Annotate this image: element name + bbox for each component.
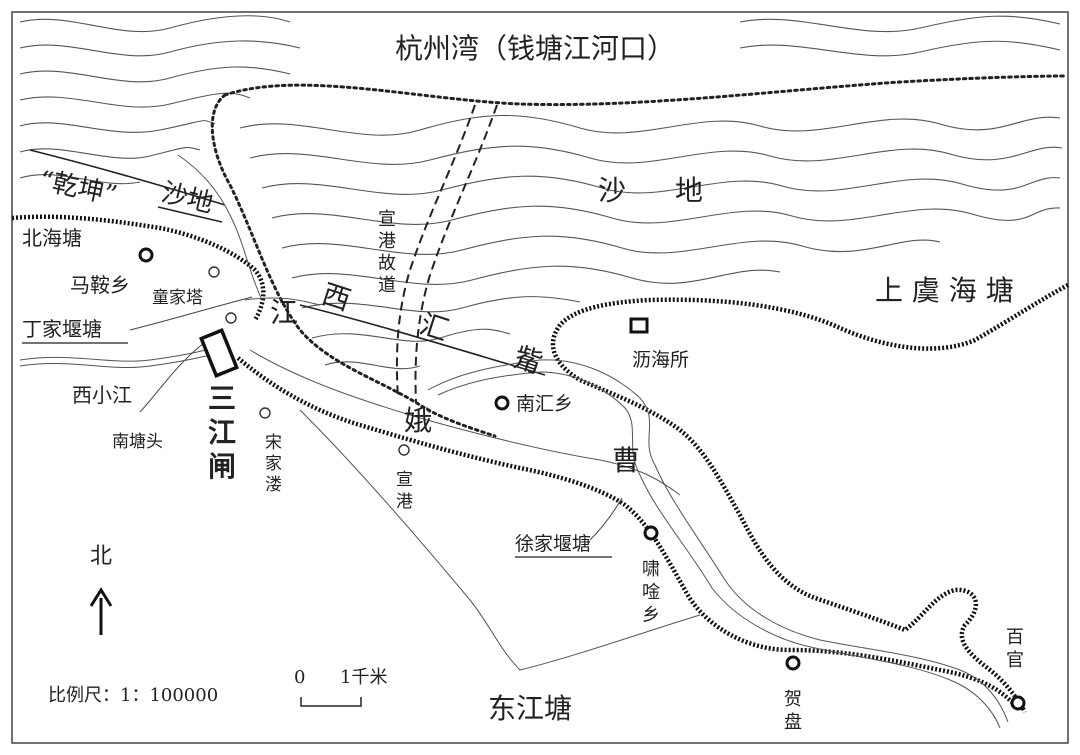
maanxiang-symbol bbox=[138, 247, 154, 263]
dongjiang-levee bbox=[299, 409, 701, 671]
map-frame bbox=[11, 11, 1069, 744]
scale-unit: 1千米 bbox=[340, 667, 387, 688]
svg-text:溇: 溇 bbox=[265, 475, 282, 495]
hepan-symbol bbox=[785, 655, 801, 671]
shadi-left-underline bbox=[157, 206, 223, 223]
sandflat-boundary bbox=[210, 74, 1068, 438]
dongjiangtang-label: 东江塘 bbox=[488, 692, 572, 725]
bay-waves bbox=[19, 15, 1061, 185]
beihaitang-label: 北海塘 bbox=[22, 226, 82, 250]
village-symbols bbox=[208, 266, 410, 456]
songjialou-label: 宋 家 溇 bbox=[265, 433, 282, 495]
sanjiangzha-label: 三 江 闸 bbox=[208, 382, 236, 483]
svg-text:港: 港 bbox=[378, 231, 396, 252]
township-symbols bbox=[138, 247, 1026, 711]
svg-text:啸: 啸 bbox=[642, 559, 660, 580]
svg-text:贺: 贺 bbox=[784, 689, 802, 710]
map-title: 杭州湾（钱塘江河口） bbox=[395, 32, 675, 65]
svg-text:盘: 盘 bbox=[784, 712, 802, 733]
svg-text:百: 百 bbox=[1006, 627, 1024, 648]
scale-bar bbox=[300, 697, 362, 707]
sanjiang-sluice-symbol bbox=[199, 328, 239, 378]
svg-text:道: 道 bbox=[378, 275, 396, 296]
svg-text:唫: 唫 bbox=[642, 582, 660, 603]
e-label: 娥 bbox=[404, 404, 432, 437]
xuangang-old-channel bbox=[395, 104, 498, 403]
nanhuixiang-label: 南汇乡 bbox=[516, 393, 573, 415]
sandflat-waves bbox=[239, 114, 1063, 370]
svg-text:江: 江 bbox=[208, 416, 236, 449]
xujiayantang-label: 徐家堰塘 bbox=[515, 533, 591, 555]
north-label: 北 bbox=[90, 544, 112, 569]
xiaoxianxiang-symbol bbox=[643, 525, 659, 541]
svg-text:官: 官 bbox=[1006, 650, 1024, 671]
tongjiata-symbol bbox=[208, 266, 220, 278]
baiguan-label: 百 官 bbox=[1006, 627, 1024, 671]
hepan-label: 贺 盘 bbox=[784, 689, 802, 733]
xixiaojiang-label: 西小江 bbox=[72, 383, 132, 407]
xuangang-gudao-label: 宣 港 故 道 bbox=[378, 209, 396, 296]
rivers bbox=[19, 297, 1009, 729]
svg-text:宣: 宣 bbox=[378, 209, 396, 230]
baiguan-symbol bbox=[1010, 695, 1026, 711]
nanhuixiang-symbol bbox=[494, 395, 510, 411]
songjialou-symbol bbox=[259, 407, 271, 419]
jiang-label: 江 bbox=[270, 296, 298, 329]
xiaoxianxiang-label: 啸 唫 乡 bbox=[642, 559, 660, 626]
svg-text:故: 故 bbox=[378, 253, 396, 274]
dingjia-symbol bbox=[225, 312, 237, 324]
xuangang-symbol bbox=[398, 444, 410, 456]
nantangtou-label: 南塘头 bbox=[112, 432, 163, 452]
qiankun-label: “乾坤” bbox=[37, 166, 120, 212]
di-label: 地 bbox=[675, 174, 703, 207]
leader-lines bbox=[129, 296, 623, 541]
qiankun-sandbank-line bbox=[29, 149, 226, 206]
qiankun-channel-edge bbox=[177, 154, 263, 301]
svg-text:宣: 宣 bbox=[396, 470, 413, 490]
cao-label: 曹 bbox=[612, 444, 640, 477]
svg-text:乡: 乡 bbox=[642, 605, 660, 626]
svg-text:家: 家 bbox=[265, 454, 282, 474]
svg-text:闸: 闸 bbox=[208, 450, 236, 483]
maanxiang-label: 马鞍乡 bbox=[70, 273, 130, 297]
dingjiayantang-label: 丁家堰塘 bbox=[22, 317, 102, 341]
shangyuhaitang-label: 上 虞 海 塘 bbox=[875, 274, 1014, 307]
lihaisuo-label: 沥海所 bbox=[632, 349, 689, 371]
xuangang-label: 宣 港 bbox=[396, 470, 413, 512]
lihaisuo-symbol bbox=[629, 317, 649, 334]
beihaitang-wall bbox=[11, 214, 266, 322]
tongjiata-label: 童家塔 bbox=[152, 288, 203, 308]
shangyu-haitang-wall bbox=[550, 283, 1070, 714]
scale-label: 比例尺：1：100000 bbox=[48, 685, 218, 706]
svg-text:三: 三 bbox=[208, 382, 236, 415]
svg-text:宋: 宋 bbox=[265, 433, 282, 453]
sha-label: 沙 bbox=[598, 174, 626, 207]
xihuizui-line bbox=[299, 304, 546, 376]
svg-text:港: 港 bbox=[396, 492, 413, 512]
north-arrow bbox=[89, 587, 113, 635]
scale-zero: 0 bbox=[294, 667, 305, 688]
